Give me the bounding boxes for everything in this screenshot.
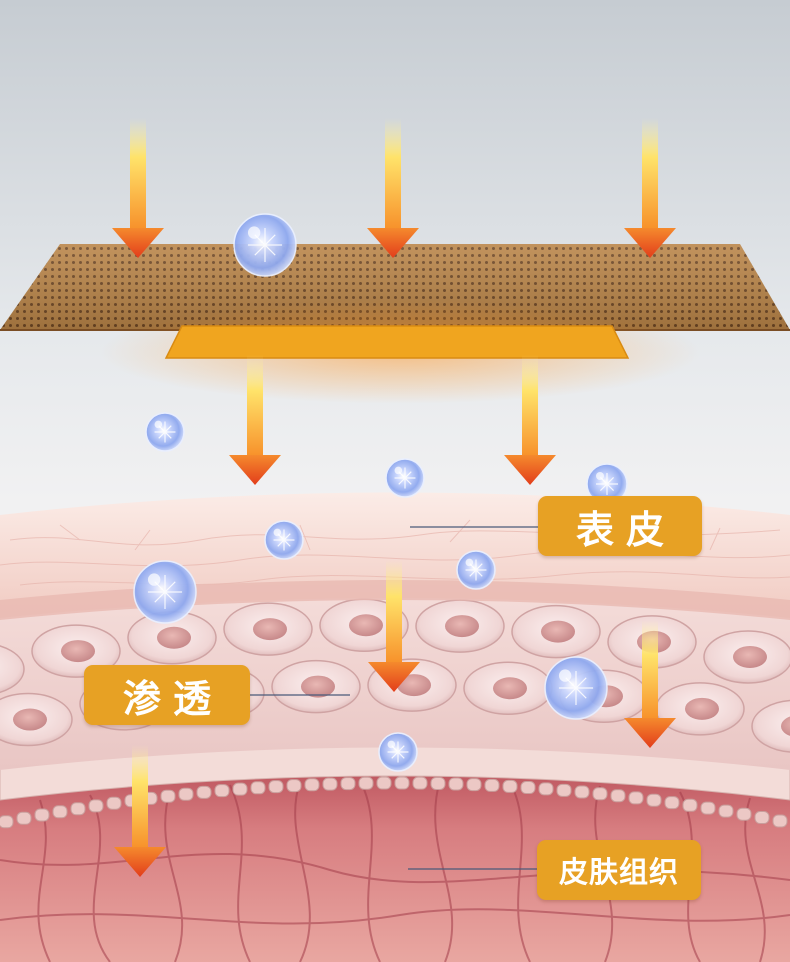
basal-cell <box>502 779 518 793</box>
basal-cell <box>16 811 32 825</box>
heat-arrow <box>112 118 164 258</box>
heat-arrow <box>114 745 166 877</box>
basal-cell <box>556 783 572 797</box>
ingredient-bubble <box>385 458 425 498</box>
label-skin-tissue: 皮肤组织 <box>537 840 701 900</box>
basal-cell <box>196 785 212 799</box>
basal-cell <box>538 782 554 796</box>
skin-cell <box>0 645 25 694</box>
basal-cell <box>106 796 122 810</box>
skin-cell <box>271 659 361 714</box>
basal-cell <box>466 778 482 792</box>
ingredient-bubble <box>378 732 418 772</box>
basal-cell <box>70 802 86 816</box>
basal-cell <box>430 776 446 790</box>
basal-cell <box>0 815 14 829</box>
basal-cell <box>484 778 500 792</box>
heat-arrow <box>229 355 281 485</box>
skin-cell <box>655 682 745 736</box>
basal-cell <box>664 796 680 810</box>
basal-cell <box>772 814 788 828</box>
basal-cell <box>628 791 644 805</box>
basal-cell <box>754 811 770 825</box>
skin-cell <box>703 630 790 684</box>
skin-cell <box>127 610 217 665</box>
skin-cell <box>223 602 313 656</box>
basal-cell <box>700 801 716 815</box>
skin-cell <box>463 661 553 716</box>
basal-cell <box>268 780 284 794</box>
gel-pad <box>164 325 630 359</box>
heat-patch <box>0 244 790 331</box>
heat-arrows <box>112 118 676 877</box>
ingredient-bubble <box>264 520 304 560</box>
basal-cell <box>718 804 734 818</box>
basal-cell <box>232 782 248 796</box>
label-epidermis: 表皮 <box>538 496 702 556</box>
basal-cell <box>286 779 302 793</box>
basal-cell <box>358 776 374 790</box>
ingredient-bubble <box>586 463 628 505</box>
active-ingredient-bubbles <box>133 213 628 772</box>
label-penetration: 渗透 <box>84 665 250 725</box>
basal-cell <box>214 784 230 798</box>
ingredient-bubble <box>456 550 496 590</box>
basal-cell <box>304 778 320 792</box>
basal-cell <box>682 798 698 812</box>
ingredient-bubble <box>133 560 197 624</box>
basal-cell <box>574 785 590 799</box>
skin-cell <box>751 699 790 753</box>
basal-cell <box>520 781 536 795</box>
basal-cell <box>52 805 68 819</box>
basal-cell <box>376 776 392 790</box>
skin-cell <box>31 624 121 678</box>
basal-cell <box>412 776 428 790</box>
basal-cell <box>592 787 608 801</box>
skin-cell <box>415 599 505 653</box>
basal-cell <box>610 789 626 803</box>
dermis-layer <box>0 757 790 962</box>
ingredient-bubble <box>145 412 185 452</box>
basal-cell <box>736 807 752 821</box>
basal-cell <box>34 808 50 822</box>
heat-arrow <box>368 560 420 692</box>
basal-cell <box>340 777 356 791</box>
heat-arrow <box>367 118 419 258</box>
basal-cell <box>250 781 266 795</box>
skin-cell <box>0 692 73 747</box>
basal-cell <box>322 777 338 791</box>
heat-arrow <box>504 355 556 485</box>
basal-cell <box>160 789 176 803</box>
heat-arrow <box>624 118 676 258</box>
basal-cell <box>178 787 194 801</box>
ingredient-bubble <box>544 656 608 720</box>
ingredient-bubble <box>233 213 297 277</box>
basal-cell <box>448 777 464 791</box>
skin-cell <box>511 604 601 659</box>
basal-cell <box>394 776 410 790</box>
basal-cell <box>88 799 104 813</box>
basal-cell <box>646 793 662 807</box>
heat-arrow <box>624 620 676 748</box>
